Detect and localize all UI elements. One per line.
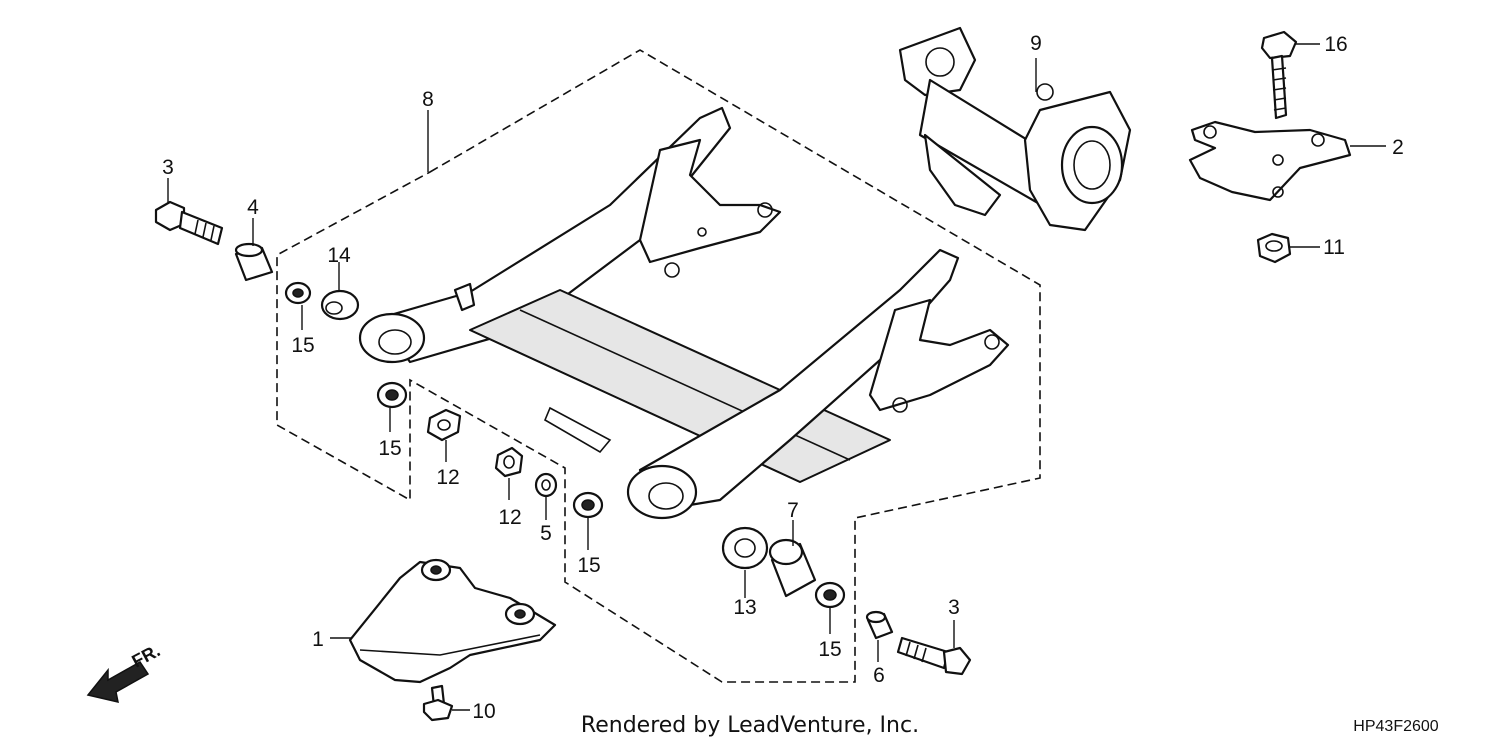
callout-15: 15 bbox=[291, 334, 314, 357]
swingarm bbox=[358, 106, 1010, 520]
callout-12: 12 bbox=[498, 506, 521, 529]
callout-10: 10 bbox=[472, 700, 495, 723]
collar-right bbox=[768, 538, 817, 598]
leader-lines bbox=[167, 43, 1386, 711]
callout-15: 15 bbox=[378, 437, 401, 460]
seal-group bbox=[284, 281, 846, 609]
callout-6: 6 bbox=[873, 664, 885, 687]
callout-14: 14 bbox=[327, 244, 351, 267]
callout-16: 16 bbox=[1324, 33, 1347, 56]
plate-bolt-assembly bbox=[1188, 30, 1352, 264]
callout-15: 15 bbox=[818, 638, 841, 661]
footer-credit: Rendered by LeadVenture, Inc. bbox=[581, 713, 919, 738]
axle-housing bbox=[898, 26, 1132, 232]
diagram-code: HP43F2600 bbox=[1353, 718, 1438, 735]
callout-2: 2 bbox=[1392, 136, 1404, 159]
callout-1: 1 bbox=[312, 628, 324, 651]
bearing-left bbox=[320, 289, 360, 321]
skid-guard bbox=[348, 558, 557, 684]
callout-labels: 1 2 3 3 4 5 6 7 8 9 10 11 12 12 13 14 15… bbox=[162, 32, 1404, 723]
callout-4: 4 bbox=[247, 196, 259, 219]
collar-left bbox=[234, 242, 274, 282]
guard-bolt bbox=[422, 684, 454, 722]
collar-small bbox=[865, 610, 894, 640]
callout-11: 11 bbox=[1323, 236, 1345, 259]
callout-5: 5 bbox=[540, 522, 552, 545]
pivot-bolt-left bbox=[154, 200, 224, 246]
callout-13: 13 bbox=[733, 596, 756, 619]
callout-7: 7 bbox=[787, 499, 799, 522]
callout-3: 3 bbox=[948, 596, 960, 619]
callout-3: 3 bbox=[162, 156, 174, 179]
washer bbox=[534, 472, 558, 498]
callout-8: 8 bbox=[422, 88, 434, 111]
callout-9: 9 bbox=[1030, 32, 1042, 55]
callout-12: 12 bbox=[436, 466, 459, 489]
front-direction-arrow: FR. bbox=[86, 640, 163, 703]
bearing-right bbox=[721, 526, 769, 570]
pivot-bolt-right bbox=[896, 636, 972, 676]
callout-15: 15 bbox=[577, 554, 600, 577]
nut-group bbox=[426, 408, 524, 478]
